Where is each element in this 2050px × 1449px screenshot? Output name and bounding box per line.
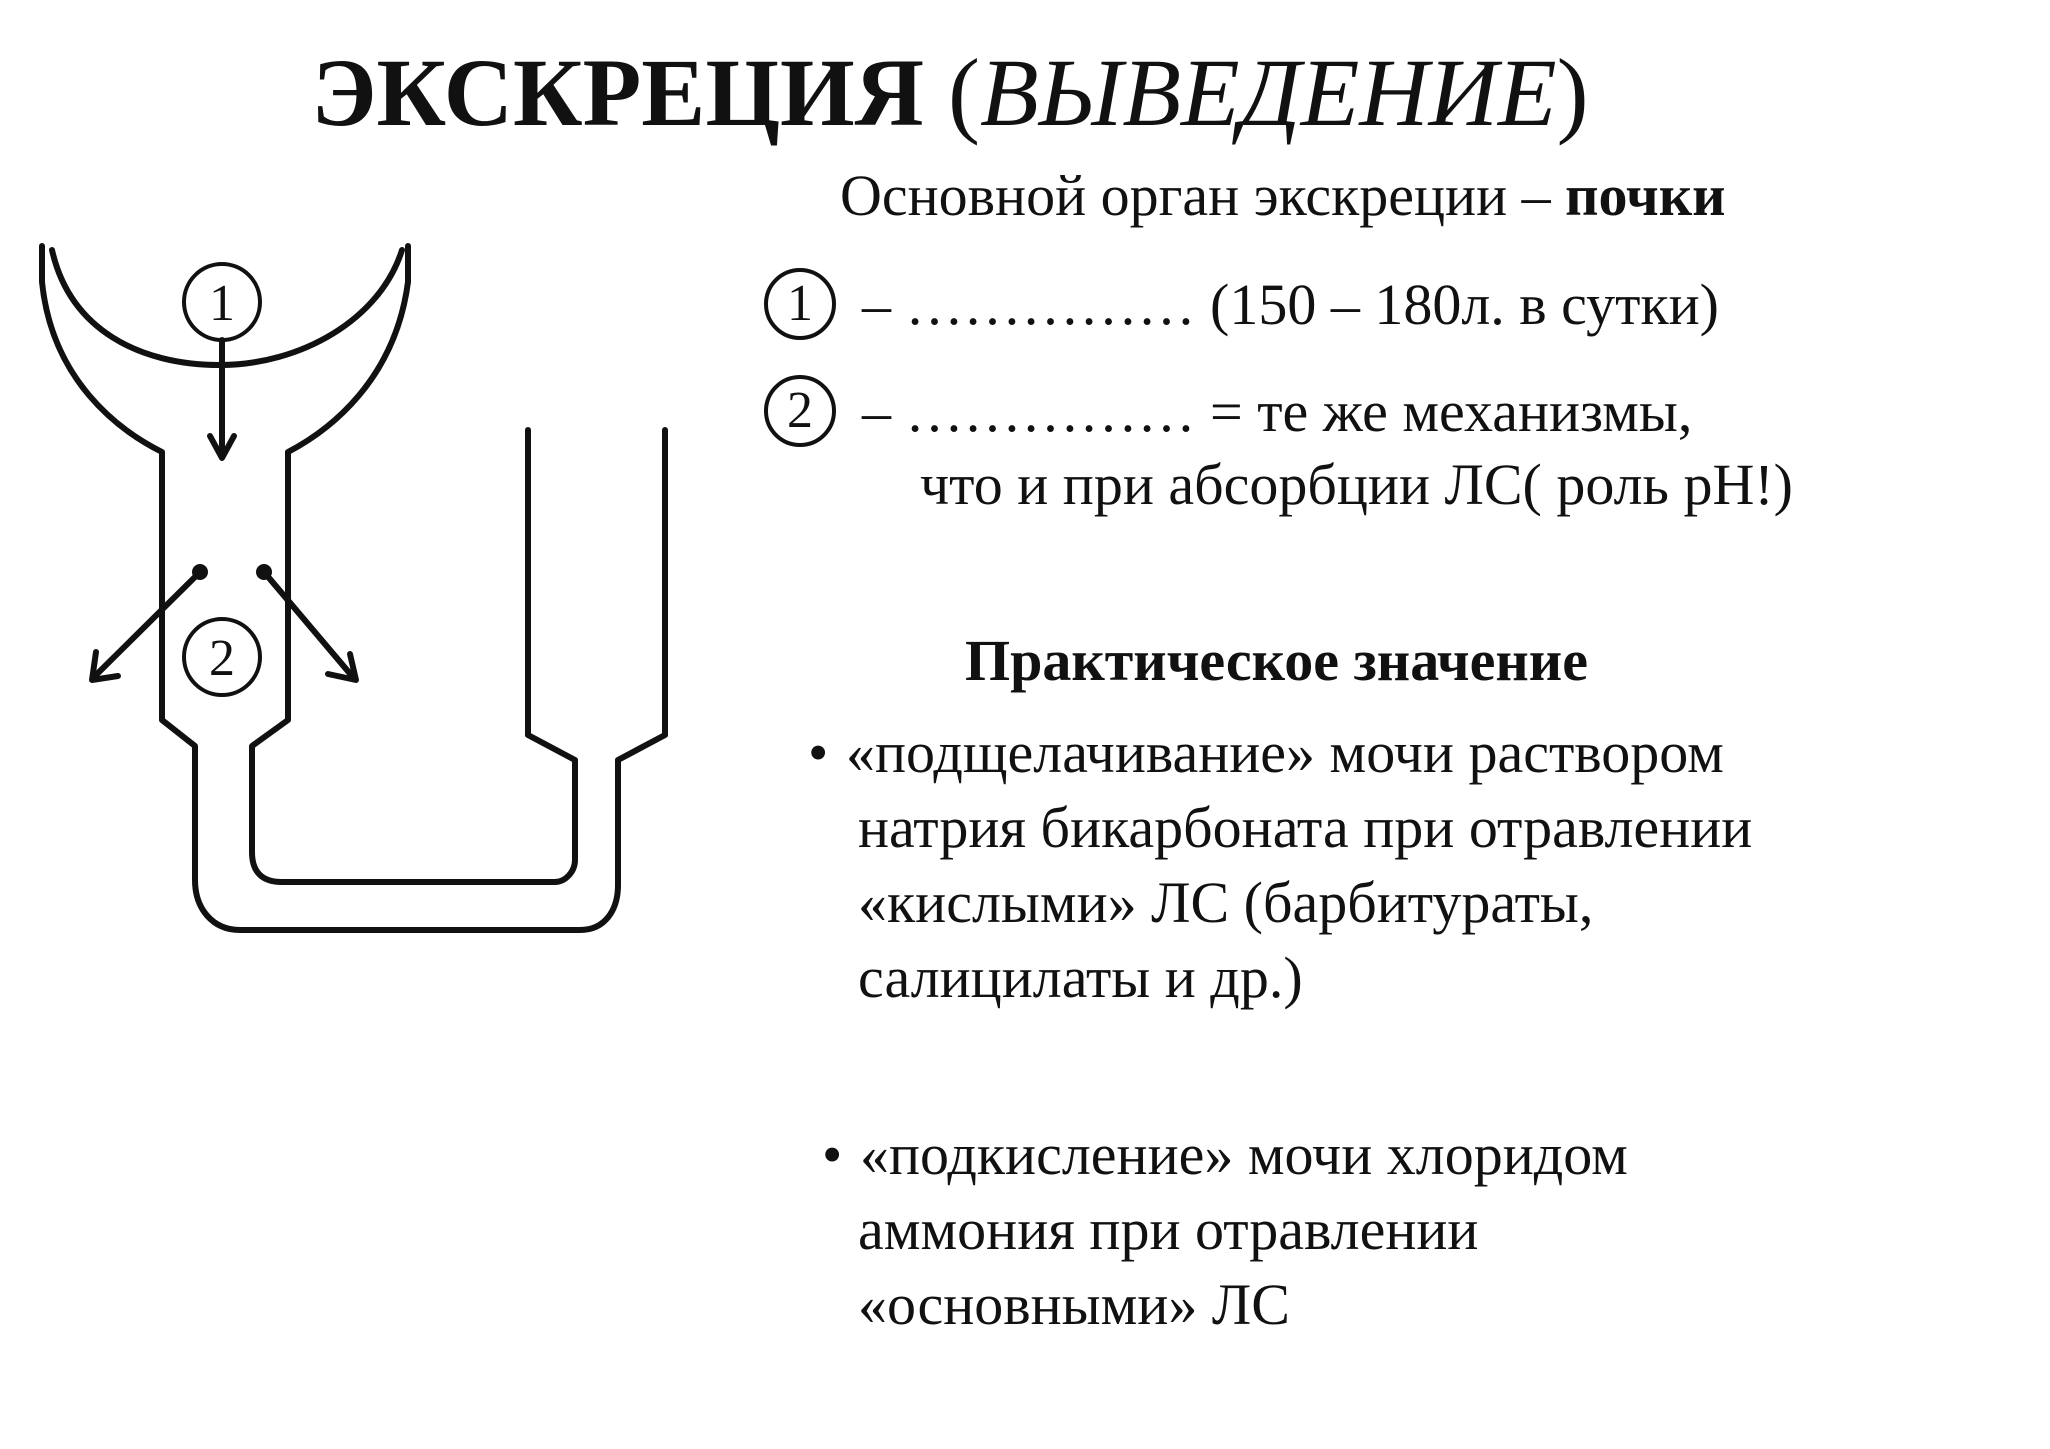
title-close-paren: ) (1556, 39, 1589, 146)
title-subtitle: ВЫВЕДЕНИЕ (979, 39, 1557, 146)
bullet-2-line-3: «основными» ЛС (858, 1272, 1290, 1337)
bullet-2-line-2: аммония при отравлении (858, 1197, 1479, 1262)
capsule-right-wall (249, 243, 578, 885)
diagram-circle-1 (182, 262, 262, 342)
capsule-outer-wall (39, 243, 668, 933)
nephron-diagram: 1 2 (39, 243, 668, 933)
bullet-1-line-4: салицилаты и др.) (858, 945, 1303, 1010)
title-main: ЭКСКРЕЦИЯ (311, 39, 924, 146)
bullet-1-line-2: натрия бикарбоната при отравлении (858, 795, 1753, 860)
step-2-circle: 2 (764, 375, 836, 447)
bullet-1-line-1: «подщелачивание» мочи раствором (846, 720, 1724, 785)
bullet-1-marker: • (808, 720, 829, 785)
title-open-paren: ( (948, 39, 980, 146)
reabsorption-arrow-right (261, 569, 355, 679)
bullet-2-marker: • (822, 1122, 843, 1187)
practical-heading: Практическое значение (965, 628, 1588, 693)
filtration-arrowhead (207, 433, 237, 461)
dot-left (192, 564, 208, 580)
reabsorption-arrowhead-left (89, 649, 121, 683)
diagram-circle-2 (182, 617, 262, 697)
organ-statement: Основной орган экскреции – почки (840, 163, 1726, 229)
step-2-text-line-1: – …………… = те же механизмы, (862, 379, 1693, 444)
page-title: ЭКСКРЕЦИЯ (ВЫВЕДЕНИЕ) (0, 38, 1900, 148)
diagram-label-1: 1 (209, 275, 235, 332)
step-1-circle: 1 (764, 268, 836, 340)
step-1-text: – …………… (150 – 180л. в сутки) (862, 272, 1720, 337)
bullet-2-line-1: «подкисление» мочи хлоридом (860, 1122, 1628, 1187)
bullet-1-line-3: «кислыми» ЛС (барбитураты, (858, 870, 1594, 935)
organ-prefix: Основной орган экскреции – (840, 163, 1566, 228)
step-2-text-line-2: что и при абсорбции ЛС( роль pH!) (920, 452, 1793, 517)
diagram-label-2: 2 (209, 630, 235, 687)
reabsorption-arrow-left (92, 569, 203, 679)
reabsorption-arrowhead-right (325, 651, 359, 683)
organ-kidneys: почки (1565, 163, 1726, 228)
dot-right (256, 564, 272, 580)
